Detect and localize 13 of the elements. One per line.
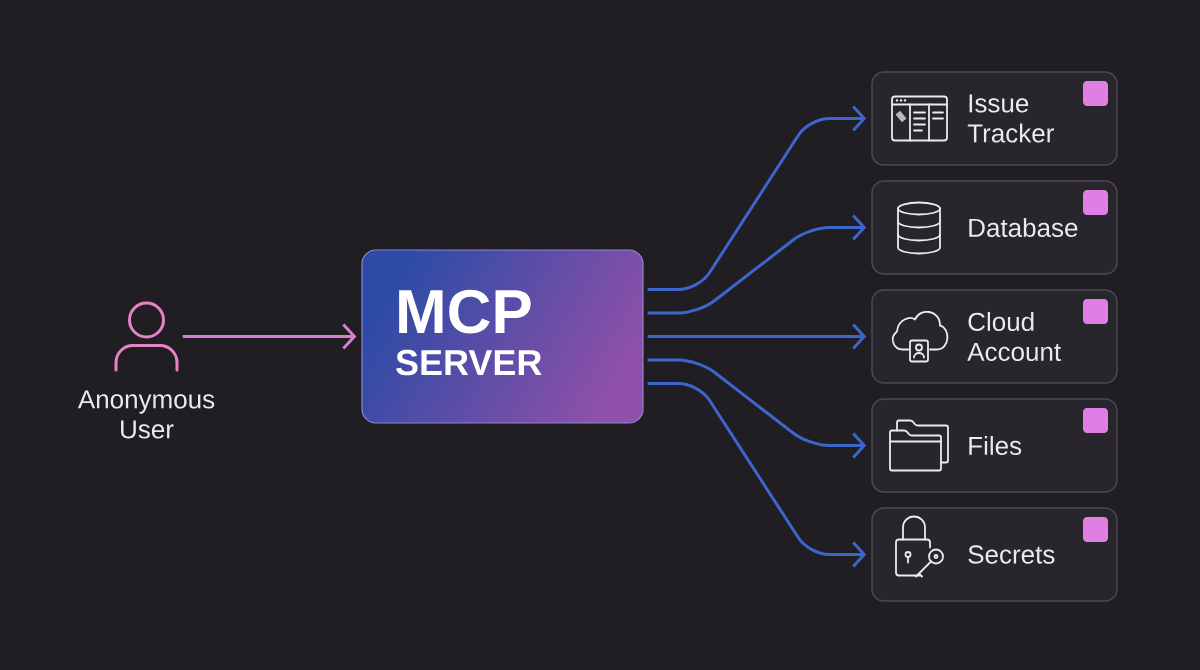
arrow [647,382,867,568]
arrow [182,323,357,350]
arrow [647,105,867,291]
resource-box: Files [871,398,1118,493]
resource-box: Issue Tracker [871,71,1118,166]
resource-box: Cloud Account [871,289,1118,384]
resource-box: Secrets [871,507,1118,602]
arrow [647,214,867,315]
server-box: MCP SERVER [361,249,644,424]
resource-box: Database [871,180,1118,275]
arrow [647,323,867,350]
arrow [647,358,867,459]
node-label: Anonymous User [77,390,215,439]
